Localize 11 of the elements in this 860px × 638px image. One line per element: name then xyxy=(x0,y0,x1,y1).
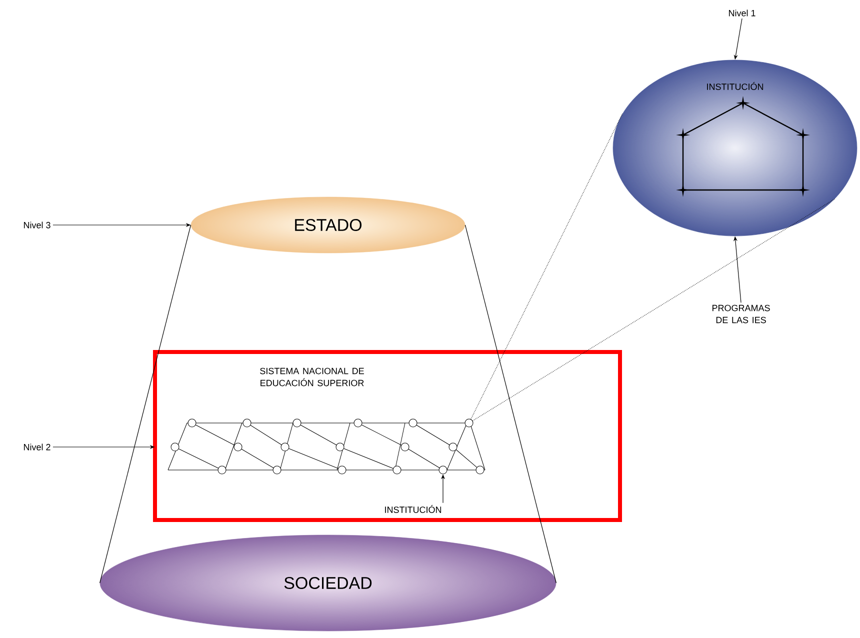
small-circle xyxy=(464,418,474,428)
connector-line xyxy=(470,113,623,420)
caption-text: PROGRAMAS DE LAS IES xyxy=(712,304,770,324)
connector-line xyxy=(472,198,836,422)
level-label: Nivel 1 xyxy=(729,10,756,16)
level-label: Nivel 2 xyxy=(24,444,50,450)
connector-line xyxy=(464,224,556,584)
caption-text: INSTITUCIÓN xyxy=(385,505,442,513)
small-circle xyxy=(438,466,448,474)
level-label: Nivel 3 xyxy=(24,222,50,228)
connector-line xyxy=(100,224,192,584)
